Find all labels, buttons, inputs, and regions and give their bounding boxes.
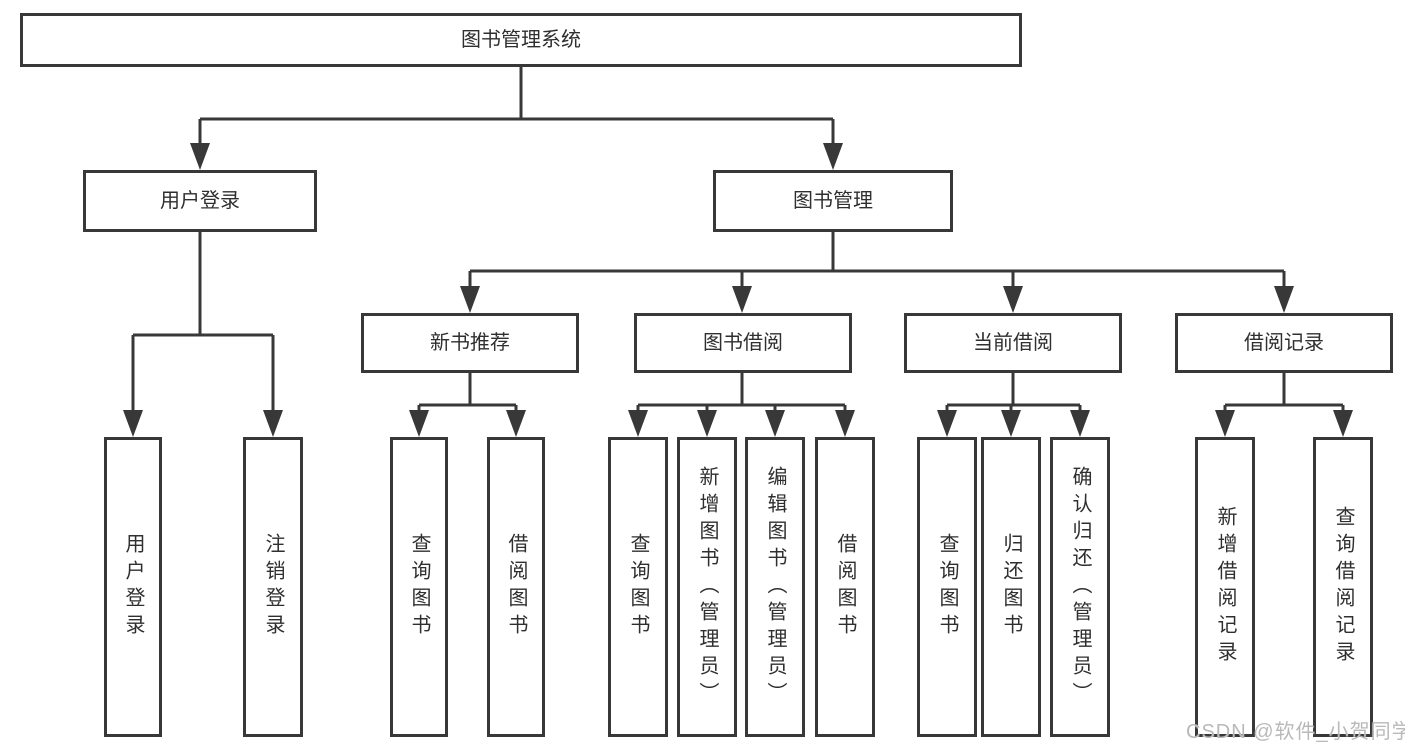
node-label: 当前借阅: [973, 332, 1053, 354]
node-label: 用户登录: [122, 533, 144, 641]
node-user-login: 用户登录: [83, 170, 317, 232]
node-current-borrowing: 当前借阅: [904, 313, 1122, 373]
arrow-down-icon: [765, 410, 785, 437]
leaf-add-book-admin: 新增图书（管理员）: [677, 437, 737, 737]
arrow-down-icon: [732, 286, 752, 313]
arrow-down-icon: [835, 410, 855, 437]
node-label: 图书借阅: [703, 332, 783, 354]
node-label: 查询图书: [936, 533, 958, 641]
node-label: 图书管理: [793, 190, 873, 212]
leaf-query-borrow-record: 查询借阅记录: [1313, 437, 1373, 737]
node-label: 借阅记录: [1244, 332, 1324, 354]
node-label: 注销登录: [262, 533, 284, 641]
node-label: 查询借阅记录: [1332, 506, 1354, 668]
arrow-down-icon: [1003, 286, 1023, 313]
arrow-down-icon: [1274, 286, 1294, 313]
leaf-query-books-recommend: 查询图书: [390, 437, 448, 737]
node-label: 图书管理系统: [461, 29, 581, 51]
node-label: 新增图书（管理员）: [696, 465, 718, 709]
arrow-down-icon: [460, 286, 480, 313]
arrowhead-icons: [123, 143, 1353, 437]
leaf-edit-book-admin: 编辑图书（管理员）: [745, 437, 805, 737]
node-label: 归还图书: [1000, 533, 1022, 641]
arrow-down-icon: [1001, 410, 1021, 437]
node-book-borrowing: 图书借阅: [634, 313, 852, 373]
arrow-down-icon: [697, 410, 717, 437]
node-borrowing-records: 借阅记录: [1175, 313, 1393, 373]
arrow-down-icon: [1070, 410, 1090, 437]
leaf-query-books-current: 查询图书: [917, 437, 977, 737]
arrow-down-icon: [409, 410, 429, 437]
leaf-return-book: 归还图书: [981, 437, 1041, 737]
arrow-down-icon: [628, 410, 648, 437]
node-label: 借阅图书: [505, 533, 527, 641]
tree-edges: [131, 67, 1345, 413]
leaf-user-login: 用户登录: [104, 437, 162, 737]
node-label: 查询图书: [408, 533, 430, 641]
arrow-down-icon: [1215, 410, 1235, 437]
arrow-down-icon: [190, 143, 210, 170]
node-library-management-system: 图书管理系统: [20, 13, 1022, 67]
arrow-down-icon: [937, 410, 957, 437]
node-label: 借阅图书: [834, 533, 856, 641]
node-label: 新书推荐: [430, 332, 510, 354]
arrow-down-icon: [123, 410, 143, 437]
arrow-down-icon: [263, 410, 283, 437]
node-book-management: 图书管理: [713, 170, 953, 232]
node-label: 查询图书: [627, 533, 649, 641]
node-label: 用户登录: [160, 190, 240, 212]
leaf-borrow-books-recommend: 借阅图书: [487, 437, 545, 737]
leaf-query-books-borrowing: 查询图书: [608, 437, 668, 737]
arrow-down-icon: [1333, 410, 1353, 437]
node-label: 新增借阅记录: [1214, 506, 1236, 668]
node-new-book-recommendation: 新书推荐: [361, 313, 579, 373]
arrow-down-icon: [506, 410, 526, 437]
node-label: 编辑图书（管理员）: [764, 465, 786, 709]
leaf-borrow-books: 借阅图书: [815, 437, 875, 737]
leaf-logout: 注销登录: [243, 437, 303, 737]
leaf-add-borrow-record: 新增借阅记录: [1195, 437, 1255, 737]
csdn-watermark: CSDN @软件_小贺同学: [1186, 721, 1405, 743]
node-label: 确认归还（管理员）: [1069, 465, 1091, 709]
leaf-confirm-return-admin: 确认归还（管理员）: [1050, 437, 1110, 737]
arrow-down-icon: [823, 143, 843, 170]
